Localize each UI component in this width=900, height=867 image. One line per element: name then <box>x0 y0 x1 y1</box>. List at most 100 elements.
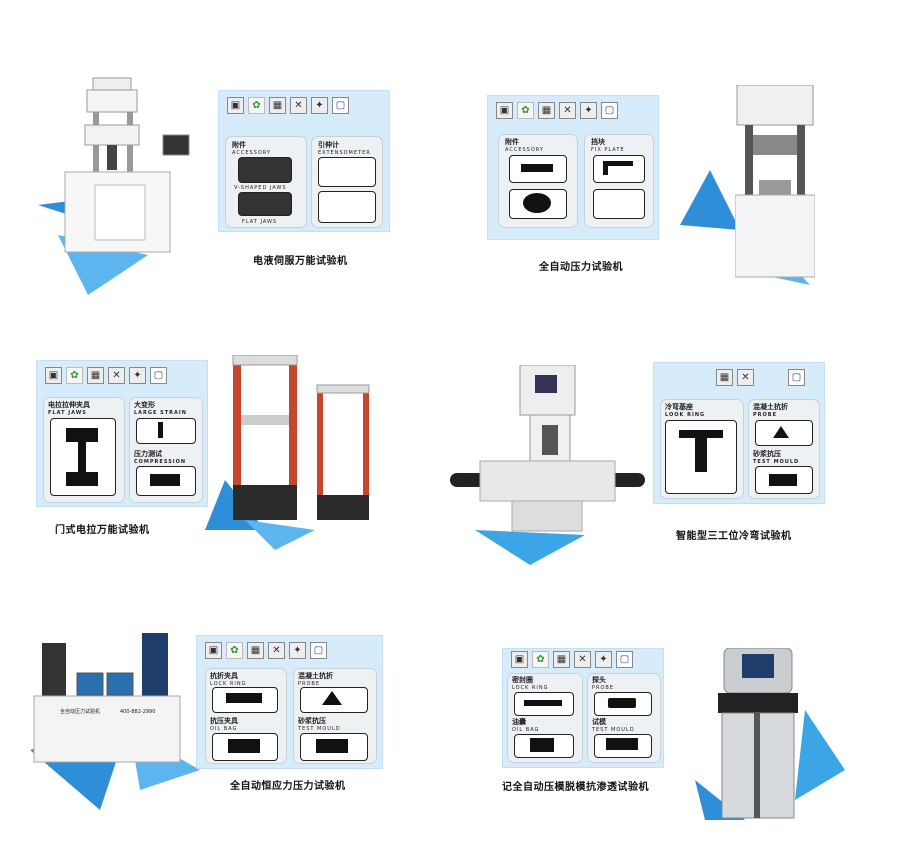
disc-shape <box>523 193 551 213</box>
probe-card: 混凝土抗折 PROBE 砂浆抗压 TEST MOULD <box>748 399 820 499</box>
x-icon: ✕ <box>268 642 285 659</box>
lock-ring-card: 抗折夹具 LOCK RING 抗压夹具 OIL BAG <box>205 668 287 764</box>
large-strain-image <box>136 418 196 444</box>
trapezoid-shape <box>773 426 789 438</box>
grid-icon: ▦ <box>247 642 264 659</box>
leaf-icon: ✿ <box>248 97 265 114</box>
machine-label: 全自动压力试验机 <box>60 709 101 715</box>
accessory-panel-3: ▣ ✿ ▦ ✕ ✦ ▢ 电拉拉伸夹具 FLAT JAWS 大变形 LARGE S… <box>36 360 208 507</box>
extensometer-image-2 <box>318 191 376 223</box>
machine-icon: ▣ <box>511 651 528 668</box>
card-subtitle: LOCK RING <box>512 685 549 691</box>
probe-card: 探头 PROBE 试模 TEST MOULD <box>587 673 661 763</box>
card-subtitle: COMPRESSION <box>134 459 187 465</box>
constant-stress-machine-image <box>33 633 181 763</box>
machine-phone: 400-882-2990 <box>120 709 156 715</box>
card-title: 引伸计 <box>318 141 339 149</box>
card-title: 油囊 <box>512 718 526 726</box>
jaw-top <box>66 428 98 442</box>
card-title: 砂浆抗压 <box>298 717 326 725</box>
card-subtitle: EXTENSOMETER <box>318 150 371 156</box>
card-subtitle: PROBE <box>592 685 615 691</box>
card-title: 密封圈 <box>512 676 533 684</box>
caption-gate-tensile: 门式电拉万能试验机 <box>55 525 150 536</box>
chip-icon: ▢ <box>788 369 805 386</box>
t-bar <box>679 430 723 438</box>
probe-card: 混凝土抗折 PROBE 砂浆抗压 TEST MOULD <box>293 668 377 764</box>
card-title: 冷弯基座 <box>665 403 693 411</box>
card-subtitle: TEST MOULD <box>298 726 341 732</box>
chip-icon: ▢ <box>332 97 349 114</box>
jaw-bottom <box>66 472 98 486</box>
x-icon: ✕ <box>108 367 125 384</box>
flat-jaws-image <box>238 192 292 216</box>
machine-icon: ▣ <box>496 102 513 119</box>
mould-shape <box>769 474 797 486</box>
probe-shape <box>322 691 342 705</box>
x-icon: ✕ <box>737 369 754 386</box>
t-stem <box>695 438 707 472</box>
machine-icon: ▣ <box>205 642 222 659</box>
flat-jaws-card: 电拉拉伸夹具 FLAT JAWS <box>43 397 125 503</box>
blue-triangle-decor <box>475 530 585 565</box>
card-title: 混凝土抗折 <box>753 403 788 411</box>
star-icon: ✦ <box>311 97 328 114</box>
probe-shape <box>608 698 636 708</box>
card-subtitle: PROBE <box>753 412 777 418</box>
card-title: 附件 <box>232 141 246 149</box>
star-icon: ✦ <box>595 651 612 668</box>
frame-image <box>593 189 645 219</box>
x-icon: ✕ <box>574 651 591 668</box>
card-subtitle: LOOK RING <box>665 412 706 418</box>
lock-ring-card: 密封圈 LOCK RING 油囊 OIL BAG <box>507 673 583 763</box>
auto-pressure-machine-image <box>735 85 815 278</box>
x-icon: ✕ <box>290 97 307 114</box>
card-subtitle: FIX PLATE <box>591 147 625 153</box>
grid-icon: ▦ <box>716 369 733 386</box>
grid-icon: ▦ <box>87 367 104 384</box>
caption-cold-bend: 智能型三工位冷弯试验机 <box>676 531 792 542</box>
caption-constant-stress: 全自动恒应力压力试验机 <box>230 781 346 792</box>
caption-auto-pressure: 全自动压力试验机 <box>539 262 623 273</box>
mould-shape <box>316 739 348 753</box>
leaf-icon: ✿ <box>226 642 243 659</box>
look-ring-card: 冷弯基座 LOOK RING <box>660 399 744 499</box>
card-subtitle: TEST MOULD <box>753 459 800 465</box>
card-subtitle: PROBE <box>298 681 321 687</box>
gate-tensile-machine-image <box>232 355 370 520</box>
leaf-icon: ✿ <box>517 102 534 119</box>
fix-plate-card: 挡块 FIX PLATE <box>584 134 654 228</box>
card-title: 抗折夹具 <box>210 672 238 680</box>
leaf-icon: ✿ <box>532 651 549 668</box>
compression-shape <box>150 474 180 486</box>
grid-icon: ▦ <box>269 97 286 114</box>
strain-shape <box>158 422 163 438</box>
v-jaws-image <box>238 157 292 183</box>
chip-icon: ▢ <box>310 642 327 659</box>
card-title: 试模 <box>592 718 606 726</box>
card-title: 大变形 <box>134 401 155 409</box>
grid-icon: ▦ <box>553 651 570 668</box>
card-title: 挡块 <box>591 138 605 146</box>
accessory-panel-2: ▣ ✿ ▦ ✕ ✦ ▢ 附件 ACCESSORY 挡块 FIX PLATE <box>487 95 659 240</box>
chip-icon: ▢ <box>150 367 167 384</box>
card-subtitle: OIL BAG <box>210 726 238 732</box>
card-subtitle: FLAT JAWS <box>48 410 87 416</box>
cold-bend-machine-image <box>450 365 645 532</box>
bar-shape <box>521 164 553 172</box>
card-title: 混凝土抗折 <box>298 672 333 680</box>
mould-shape <box>606 738 638 750</box>
fix-plate-image <box>593 155 645 183</box>
large-strain-card: 大变形 LARGE STRAIN 压力测试 COMPRESSION <box>129 397 203 503</box>
extensometer-image-1 <box>318 157 376 187</box>
card-subtitle: OIL BAG <box>512 727 540 733</box>
accessory-panel-4: ▦ ✕ ▢ 冷弯基座 LOOK RING 混凝土抗折 PROBE 砂浆抗压 TE… <box>653 362 825 504</box>
servo-universal-machine-image <box>64 77 190 253</box>
star-icon: ✦ <box>580 102 597 119</box>
l-shape-leg <box>603 161 608 175</box>
card-title: 压力测试 <box>134 450 162 458</box>
chip-icon: ▢ <box>601 102 618 119</box>
card-subtitle: LOCK RING <box>210 681 247 687</box>
machine-icon: ▣ <box>45 367 62 384</box>
star-icon: ✦ <box>129 367 146 384</box>
